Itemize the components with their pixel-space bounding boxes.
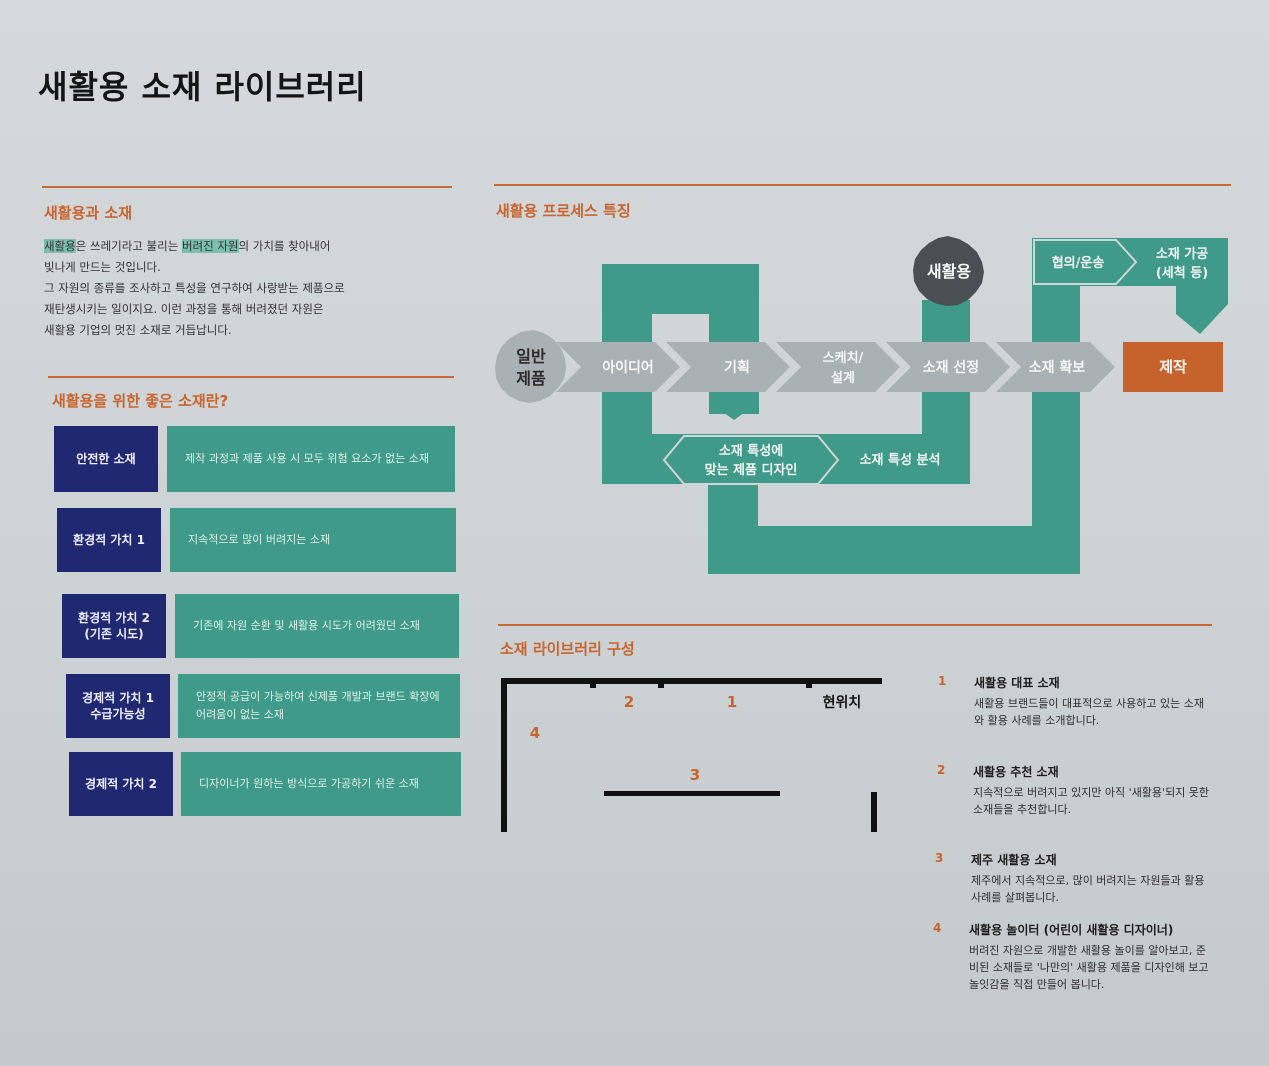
map-zone-1: 1 [727, 693, 737, 711]
criteria-label: 환경적 가치 2 (기존 시도) [62, 594, 166, 658]
node-upcycle: 새활용 [927, 262, 971, 281]
map-wall-left [501, 678, 507, 832]
divider [48, 376, 454, 378]
section-heading-good-material: 새활용을 위한 좋은 소재란? [52, 392, 229, 410]
node-sketch-2: 설계 [831, 371, 855, 386]
intro-line: 빛나게 만드는 것입니다. [44, 260, 161, 274]
flow-path [602, 238, 1228, 574]
flow-notches [602, 300, 1080, 432]
arrow-row [556, 342, 1115, 392]
highlight-waste: 버려진 자원 [181, 239, 239, 253]
node-design-2: 맞는 제품 디자인 [705, 462, 798, 478]
legend-title: 새활용 대표 소재 [974, 676, 1060, 690]
node-idea: 아이디어 [602, 359, 654, 376]
node-sketch-1: 스케치/ [823, 350, 864, 366]
legend-number: 4 [933, 921, 942, 935]
divider [494, 184, 1231, 186]
flow-notch [602, 316, 652, 342]
flow-notch [1032, 316, 1080, 342]
highlight-upcycle: 새활용 [44, 239, 76, 253]
legend-title: 새활용 추천 소재 [973, 765, 1059, 779]
arrow-secure [996, 342, 1115, 392]
page-title: 새활용 소재 라이브러리 [38, 68, 367, 106]
criteria-label: 안전한 소재 [54, 426, 158, 492]
map-tick [806, 678, 812, 688]
process-diagram: 일반 제품 아이디어 기획 스케치/ 설계 소재 선정 소재 확보 제작 새활용… [495, 236, 1228, 574]
legend-item: 4 새활용 놀이터 (어린이 새활용 디자이너) 버려진 자원으로 개발한 새활… [933, 921, 1233, 1021]
divider [42, 186, 452, 188]
intro-line: 새활용 기업의 멋진 소재로 거듭납니다. [44, 323, 232, 337]
divider [498, 624, 1212, 626]
arrow-select [886, 342, 1010, 392]
intro-line: 재탄생시키는 일이지요. 이런 과정을 통해 버려졌던 자원은 [44, 302, 324, 316]
map-zone-4: 4 [530, 724, 540, 742]
node-process-1: 소재 가공 [1156, 247, 1208, 262]
criteria-desc: 지속적으로 많이 버려지는 소재 [170, 508, 456, 572]
intro-text: 새활용은 쓰레기라고 불리는 버려진 자원의 가치를 찾아내어 빛나게 만드는 … [44, 236, 444, 341]
section-heading-intro: 새활용과 소재 [44, 204, 133, 222]
arrow-idea [556, 342, 680, 392]
map-tick [590, 678, 596, 688]
legend-desc: 제주에서 지속적으로, 많이 버려지는 자원들과 활용 사례를 살펴봅니다. [971, 874, 1205, 904]
arrow-consult [1033, 239, 1138, 285]
legend-item: 1 새활용 대표 소재 새활용 브랜드들이 대표적으로 사용하고 있는 소재와 … [938, 674, 1238, 754]
section-heading-library: 소재 라이브러리 구성 [500, 640, 635, 658]
map-wall-top [501, 678, 882, 684]
arrow-analyze [820, 436, 968, 484]
intro-text-fragment: 은 쓰레기라고 불리는 [75, 239, 182, 253]
node-consult: 협의/운송 [1052, 255, 1105, 271]
node-process-2: (세척 등) [1156, 265, 1208, 281]
legend-desc: 버려진 자원으로 개발한 새활용 놀이를 알아보고, 준비된 소재들로 '나만의… [969, 944, 1209, 991]
start-badge [495, 330, 566, 403]
node-analyze: 소재 특성 분석 [860, 453, 941, 468]
flow-notch [922, 392, 970, 432]
legend-number: 3 [935, 851, 944, 865]
criteria-label: 환경적 가치 1 [57, 508, 161, 572]
node-design-1: 소재 특성에 [719, 443, 783, 459]
start-label-2: 제품 [516, 369, 546, 388]
legend-title: 제주 새활용 소재 [971, 853, 1057, 867]
criteria-label: 경제적 가치 2 [69, 752, 173, 816]
map-wall-right [871, 792, 877, 832]
criteria-desc: 제작 과정과 제품 사용 시 모두 위험 요소가 없는 소재 [167, 426, 455, 492]
flow-notch [922, 300, 970, 342]
map-wall-middle [604, 791, 780, 796]
floor-map: 2 1 3 4 현위치 [501, 678, 882, 832]
start-label-1: 일반 [516, 347, 546, 366]
legend-item: 3 제주 새활용 소재 제주에서 지속적으로, 많이 버려지는 자원들과 활용 … [935, 851, 1235, 911]
flow-path [708, 526, 1072, 574]
flow-path [1032, 270, 1080, 574]
criteria-desc: 기존에 자원 순환 및 새활용 시도가 어려웠던 소재 [175, 594, 459, 658]
legend-number: 1 [938, 674, 947, 688]
make-box [1123, 342, 1223, 392]
node-select: 소재 선정 [923, 359, 979, 376]
map-zone-2: 2 [624, 693, 634, 711]
criteria-label: 경제적 가치 1 수급가능성 [66, 674, 170, 738]
intro-line: 그 자원의 종류를 조사하고 특성을 연구하여 사랑받는 제품으로 [44, 281, 345, 295]
node-make: 제작 [1159, 358, 1187, 376]
node-plan: 기획 [724, 359, 750, 376]
legend-number: 2 [937, 763, 946, 777]
upcycle-badge [913, 236, 984, 306]
intro-text-fragment: 의 가치를 찾아내어 [238, 239, 331, 253]
arrow-sketch [776, 342, 900, 392]
legend-item: 2 새활용 추천 소재 지속적으로 버려지고 있지만 아직 '새활용'되지 못한… [937, 763, 1237, 843]
arrow-plan [666, 342, 790, 392]
section-heading-process: 새활용 프로세스 특징 [496, 202, 631, 220]
map-tick [658, 678, 664, 688]
node-secure: 소재 확보 [1029, 359, 1086, 376]
criteria-desc: 안정적 공급이 가능하여 신제품 개발과 브랜드 확장에 어려움이 없는 소재 [178, 674, 460, 738]
criteria-desc: 디자이너가 원하는 방식으로 가공하기 쉬운 소재 [181, 752, 461, 816]
flow-notch [709, 392, 759, 420]
map-current-location: 현위치 [823, 695, 862, 711]
arrow-design [662, 435, 840, 485]
legend-desc: 지속적으로 버려지고 있지만 아직 '새활용'되지 못한 소재들을 추천합니다. [973, 786, 1210, 816]
legend-title: 새활용 놀이터 (어린이 새활용 디자이너) [969, 923, 1174, 937]
legend-desc: 새활용 브랜드들이 대표적으로 사용하고 있는 소재와 활용 사례를 소개합니다… [974, 697, 1205, 727]
map-zone-3: 3 [690, 766, 700, 784]
